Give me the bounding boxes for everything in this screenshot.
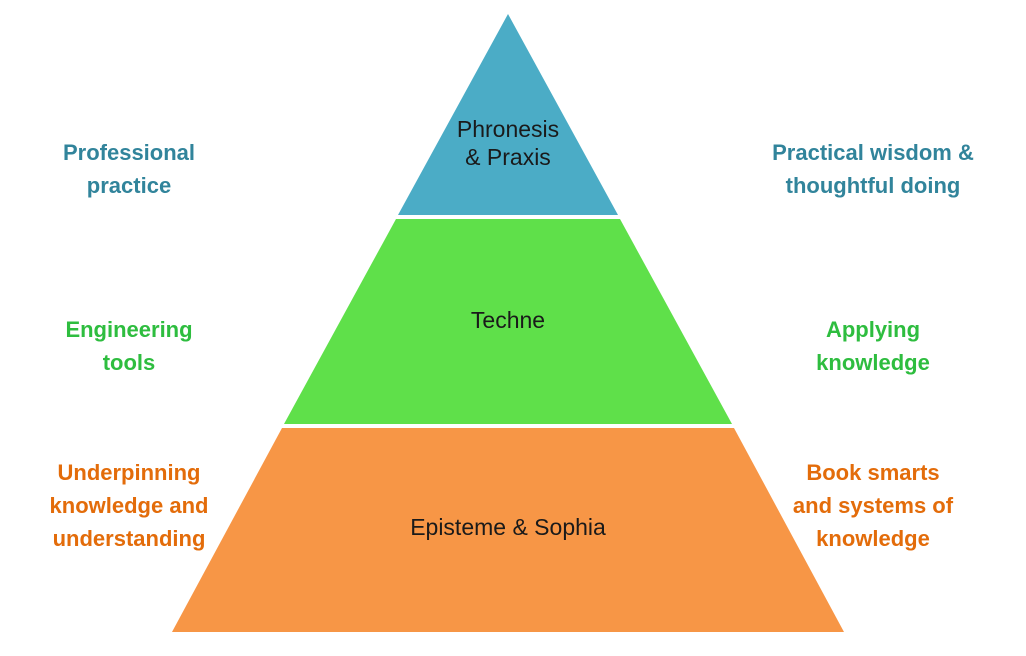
tier-top-label-line1: Phronesis: [457, 116, 559, 142]
right-label-middle-line: Applying: [825, 317, 921, 342]
right-label-middle: Applying knowledge: [758, 313, 988, 379]
left-label-top-line: practice: [86, 173, 172, 198]
left-label-middle-line: tools: [102, 350, 156, 375]
left-label-top-line: Professional: [62, 140, 196, 165]
right-label-top-line: Practical wisdom &: [772, 140, 974, 165]
pyramid-tier-middle: [284, 219, 732, 424]
tier-bottom-label: Episteme & Sophia: [410, 514, 606, 540]
right-label-bottom: Book smarts and systems of knowledge: [758, 456, 988, 555]
right-label-top-line: thoughtful doing: [785, 173, 961, 198]
left-label-bottom-line: understanding: [52, 526, 206, 551]
right-label-top: Practical wisdom & thoughtful doing: [758, 136, 988, 202]
pyramid-tier-top: [398, 14, 618, 215]
left-label-top: Professional practice: [14, 136, 244, 202]
left-label-bottom-line: Underpinning: [57, 460, 201, 485]
left-label-bottom-line: knowledge and: [49, 493, 209, 518]
right-label-bottom-line: and systems of: [792, 493, 954, 518]
left-label-bottom: Underpinning knowledge and understanding: [14, 456, 244, 555]
tier-top-label-line2: & Praxis: [465, 144, 551, 170]
right-label-bottom-line: Book smarts: [806, 460, 940, 485]
left-label-middle-line: Engineering: [65, 317, 193, 342]
tier-middle-label: Techne: [471, 307, 545, 333]
left-label-middle: Engineering tools: [14, 313, 244, 379]
right-label-middle-line: knowledge: [816, 350, 930, 375]
right-label-bottom-line: knowledge: [816, 526, 930, 551]
pyramid-tier-bottom: [172, 428, 844, 632]
